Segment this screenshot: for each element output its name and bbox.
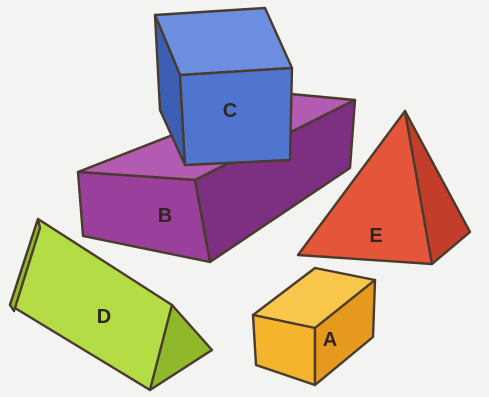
shape-e-side-face	[403, 109, 472, 266]
shape-c-front-face	[178, 66, 294, 167]
shape-a-side-face	[313, 278, 377, 387]
shape-d-label: D	[97, 306, 111, 328]
shape-b-label: B	[158, 205, 172, 227]
shape-a-rectangular-prism: A	[251, 266, 377, 387]
shape-b-side-face	[193, 98, 357, 264]
shape-d-triangular-prism: D	[8, 217, 214, 392]
shape-c-label: C	[223, 100, 237, 122]
shape-d-end-face	[148, 303, 214, 392]
shape-e-label: E	[369, 225, 382, 247]
shape-a-label: A	[323, 329, 337, 351]
shape-e-square-pyramid: E	[296, 109, 472, 266]
shape-c-cube: C	[153, 6, 294, 167]
shape-d-edge-face	[8, 217, 42, 313]
